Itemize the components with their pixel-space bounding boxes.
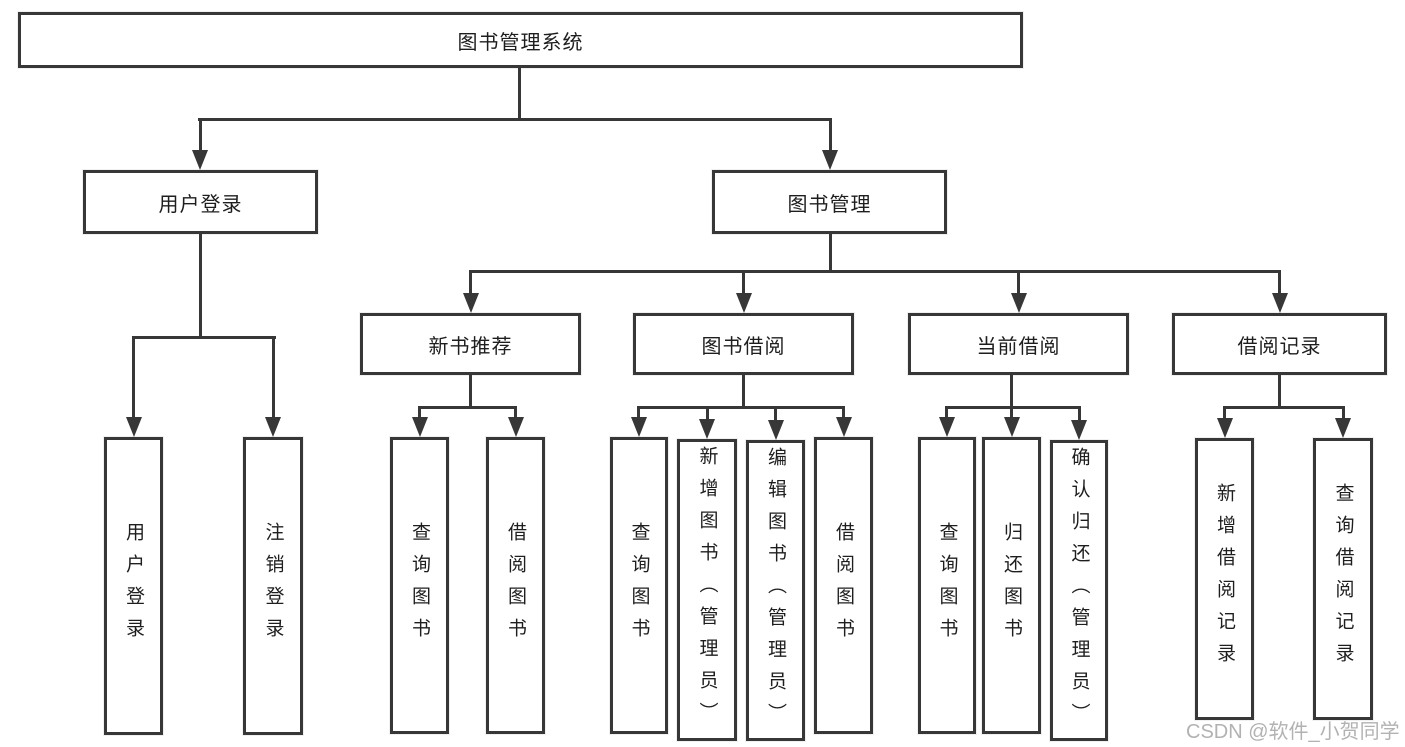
connector-user-login-rail	[132, 336, 276, 339]
leaf-bb-query-books-label: 查询图书	[628, 521, 650, 650]
node-book-borrow-label: 图书借阅	[701, 335, 786, 358]
leaf-cb-return-books: 归还图书	[982, 437, 1041, 734]
node-root-label: 图书管理系统	[457, 31, 584, 54]
node-book-borrow: 图书借阅	[633, 313, 854, 375]
connector-drop	[637, 406, 640, 419]
connector-drop-leaf-logout	[272, 336, 275, 419]
leaf-bb-add-books-admin: 新增图书（管理员）	[677, 439, 737, 741]
arrowhead-down-icon	[265, 417, 281, 437]
leaf-bb-edit-books-admin: 编辑图书（管理员）	[746, 440, 805, 741]
node-current-borrow: 当前借阅	[908, 313, 1129, 375]
arrowhead-down-icon	[508, 417, 524, 437]
leaf-br-query-record: 查询借阅记录	[1313, 438, 1373, 720]
node-book-management-label: 图书管理	[787, 193, 872, 216]
node-book-management: 图书管理	[712, 170, 947, 234]
connector-drop-user-login	[199, 118, 202, 151]
leaf-cb-confirm-return-admin: 确认归还（管理员）	[1050, 440, 1108, 741]
leaf-user-login-label: 用户登录	[123, 522, 144, 650]
arrowhead-down-icon	[412, 417, 428, 437]
connector-new-book-stem	[469, 375, 472, 406]
leaf-nb-borrow-books: 借阅图书	[486, 437, 545, 734]
connector-drop-new-book	[469, 270, 472, 295]
leaf-bb-edit-books-admin-label: 编辑图书（管理员）	[765, 446, 786, 735]
connector-book-mgmt-rail	[469, 270, 1281, 273]
connector-drop-leaf-user-login	[132, 336, 135, 419]
connector-drop	[1223, 406, 1226, 420]
connector-drop	[418, 406, 421, 419]
leaf-br-add-record: 新增借阅记录	[1195, 438, 1254, 720]
leaf-nb-query-books-label: 查询图书	[409, 521, 430, 650]
node-new-book-recommend-label: 新书推荐	[428, 335, 513, 358]
leaf-br-query-record-label: 查询借阅记录	[1332, 483, 1354, 675]
arrowhead-down-icon	[126, 417, 142, 437]
connector-drop	[842, 406, 845, 419]
connector-drop-borrow-records	[1278, 270, 1281, 295]
leaf-br-add-record-label: 新增借阅记录	[1214, 483, 1235, 675]
node-current-borrow-label: 当前借阅	[976, 335, 1061, 358]
leaf-bb-borrow-books: 借阅图书	[814, 437, 873, 734]
connector-borrow-records-stem	[1278, 375, 1281, 406]
node-borrow-records-label: 借阅记录	[1237, 335, 1322, 358]
leaf-logout: 注销登录	[243, 437, 303, 735]
connector-drop	[514, 406, 517, 419]
connector-drop-book-borrow	[742, 270, 745, 295]
connector-drop	[706, 406, 709, 421]
arrowhead-down-icon	[768, 420, 784, 440]
connector-book-borrow-rail	[637, 406, 845, 409]
connector-drop	[1342, 406, 1345, 420]
connector-root-stem	[518, 68, 521, 118]
connector-current-borrow-stem	[1010, 375, 1013, 406]
leaf-bb-add-books-admin-label: 新增图书（管理员）	[696, 446, 718, 734]
arrowhead-down-icon	[463, 293, 479, 313]
arrowhead-down-icon	[1004, 417, 1020, 437]
node-new-book-recommend: 新书推荐	[360, 313, 581, 375]
connector-drop	[774, 406, 777, 422]
node-borrow-records: 借阅记录	[1172, 313, 1387, 375]
arrowhead-down-icon	[1011, 293, 1027, 313]
arrowhead-down-icon	[939, 417, 955, 437]
leaf-cb-confirm-return-admin-label: 确认归还（管理员）	[1068, 446, 1090, 735]
leaf-nb-query-books: 查询图书	[390, 437, 449, 734]
connector-drop-book-mgmt	[829, 118, 832, 151]
connector-drop	[1078, 406, 1081, 422]
node-root-library-system: 图书管理系统	[18, 12, 1023, 68]
arrowhead-down-icon	[1217, 418, 1233, 438]
node-user-login: 用户登录	[83, 170, 318, 234]
connector-borrow-records-rail	[1223, 406, 1344, 409]
leaf-cb-query-books-label: 查询图书	[936, 521, 958, 650]
leaf-bb-query-books: 查询图书	[610, 437, 668, 734]
leaf-bb-borrow-books-label: 借阅图书	[833, 521, 854, 650]
connector-root-rail	[198, 118, 832, 121]
connector-book-borrow-stem	[742, 375, 745, 406]
arrowhead-down-icon	[836, 417, 852, 437]
arrowhead-down-icon	[822, 150, 838, 170]
connector-drop-current-borrow	[1017, 270, 1020, 295]
connector-drop	[1010, 406, 1013, 419]
arrowhead-down-icon	[631, 417, 647, 437]
leaf-cb-query-books: 查询图书	[918, 437, 976, 734]
arrowhead-down-icon	[1335, 418, 1351, 438]
arrowhead-down-icon	[699, 419, 715, 439]
leaf-logout-label: 注销登录	[262, 522, 284, 650]
arrowhead-down-icon	[192, 150, 208, 170]
csdn-watermark: CSDN @软件_小贺同学	[1186, 721, 1400, 743]
connector-new-book-rail	[418, 406, 517, 409]
connector-user-login-stem	[199, 234, 202, 336]
connector-book-mgmt-stem	[829, 234, 832, 270]
arrowhead-down-icon	[736, 293, 752, 313]
arrowhead-down-icon	[1272, 293, 1288, 313]
leaf-cb-return-books-label: 归还图书	[1001, 521, 1022, 650]
arrowhead-down-icon	[1071, 420, 1087, 440]
leaf-user-login: 用户登录	[104, 437, 163, 735]
leaf-nb-borrow-books-label: 借阅图书	[505, 521, 526, 650]
connector-drop	[945, 406, 948, 419]
node-user-login-label: 用户登录	[158, 193, 243, 216]
